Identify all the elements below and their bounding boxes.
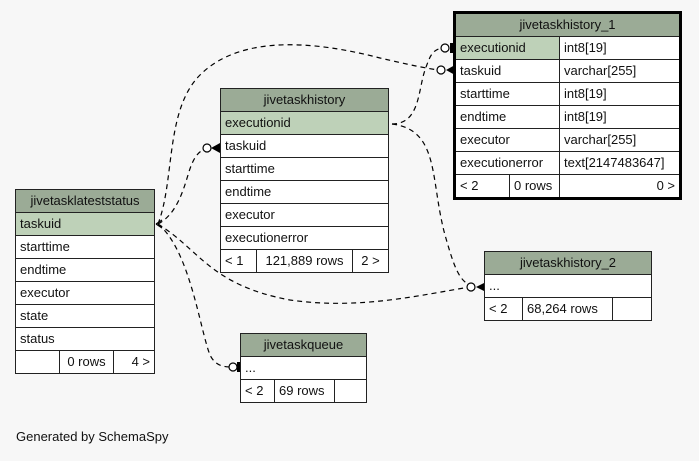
column-row: status — [16, 328, 154, 351]
footer-rows: 69 rows — [275, 380, 335, 402]
crow-circle — [228, 362, 238, 372]
table-footer: < 2 0 rows 0 > — [456, 175, 679, 197]
footer-parents: < 2 — [456, 175, 510, 197]
column-type: text[2147483647] — [564, 155, 665, 170]
table-jivetasklateststatus[interactable]: jivetasklateststatus taskuid starttime e… — [15, 189, 155, 374]
column-row: executionerror text[2147483647] — [456, 152, 679, 175]
crow-bar — [237, 362, 240, 372]
column-row: endtime int8[19] — [456, 106, 679, 129]
crow-circle — [202, 143, 212, 153]
table-jivetaskhistory-2[interactable]: jivetaskhistory_2 ... < 2 68,264 rows — [484, 251, 652, 321]
table-footer: < 2 68,264 rows — [485, 298, 651, 320]
column-row: endtime — [221, 181, 388, 204]
footer-children — [613, 298, 651, 320]
footer-rows: 0 rows — [60, 351, 114, 373]
column-row: taskuid varchar[255] — [456, 60, 679, 83]
footer-parents — [16, 351, 60, 373]
crow-circle — [436, 65, 446, 75]
link-latest-history2 — [157, 223, 471, 304]
link-history-history2 — [391, 123, 478, 288]
link-history-history1 — [391, 47, 443, 125]
table-footer: < 1 121,889 rows 2 > — [221, 250, 388, 272]
column-row: starttime int8[19] — [456, 83, 679, 106]
column-row: state — [16, 305, 154, 328]
column-row: starttime — [16, 236, 154, 259]
column-name: taskuid — [456, 60, 560, 82]
crow-circle — [466, 282, 476, 292]
column-row: executor varchar[255] — [456, 129, 679, 152]
column-type: int8[19] — [564, 109, 607, 124]
crow-foot — [446, 65, 455, 75]
link-latest-history — [157, 146, 211, 225]
column-row: ... — [485, 275, 651, 298]
column-name: executionerror — [456, 152, 560, 174]
table-header: jivetaskhistory_2 — [485, 252, 651, 275]
column-row: taskuid — [16, 213, 154, 236]
table-header: jivetaskqueue — [241, 334, 366, 357]
column-name: executionid — [456, 37, 560, 59]
table-jivetaskhistory-1[interactable]: jivetaskhistory_1 executionid int8[19] t… — [453, 11, 682, 200]
crow-foot — [476, 282, 486, 292]
column-name: executor — [456, 129, 560, 151]
column-row: executor — [221, 204, 388, 227]
table-jivetaskhistory[interactable]: jivetaskhistory executionid taskuid star… — [220, 88, 389, 273]
footer-children: 4 > — [131, 354, 150, 369]
crow-circle — [440, 43, 450, 53]
column-row: executionerror — [221, 227, 388, 250]
table-header: jivetasklateststatus — [16, 190, 154, 213]
footer-children — [335, 380, 366, 402]
table-jivetaskqueue[interactable]: jivetaskqueue ... < 2 69 rows — [240, 333, 367, 403]
generated-by-label: Generated by SchemaSpy — [16, 429, 169, 444]
table-header: jivetaskhistory — [221, 89, 388, 112]
column-row: executionid — [221, 112, 388, 135]
footer-rows: 68,264 rows — [523, 298, 613, 320]
footer-children: 0 > — [656, 178, 675, 193]
footer-parents: < 2 — [485, 298, 523, 320]
table-header: jivetaskhistory_1 — [456, 14, 679, 37]
column-row: executionid int8[19] — [456, 37, 679, 60]
column-row: executor — [16, 282, 154, 305]
column-row: starttime — [221, 158, 388, 181]
footer-parents: < 2 — [241, 380, 275, 402]
table-footer: 0 rows 4 > — [16, 351, 154, 373]
footer-children: 2 > — [361, 253, 380, 268]
table-footer: < 2 69 rows — [241, 380, 366, 402]
column-name: starttime — [456, 83, 560, 105]
column-row: taskuid — [221, 135, 388, 158]
column-type: int8[19] — [564, 86, 607, 101]
column-row: endtime — [16, 259, 154, 282]
link-latest-history1 — [157, 44, 439, 225]
column-type: int8[19] — [564, 40, 607, 55]
column-type: varchar[255] — [564, 63, 637, 78]
column-name: endtime — [456, 106, 560, 128]
footer-rows: 121,889 rows — [257, 250, 353, 272]
footer-rows: 0 rows — [510, 175, 560, 197]
crow-foot — [155, 219, 163, 229]
column-type: varchar[255] — [564, 132, 637, 147]
footer-parents: < 1 — [221, 250, 257, 272]
column-row: ... — [241, 357, 366, 380]
crow-foot — [211, 143, 220, 153]
crow-bar — [450, 43, 453, 53]
